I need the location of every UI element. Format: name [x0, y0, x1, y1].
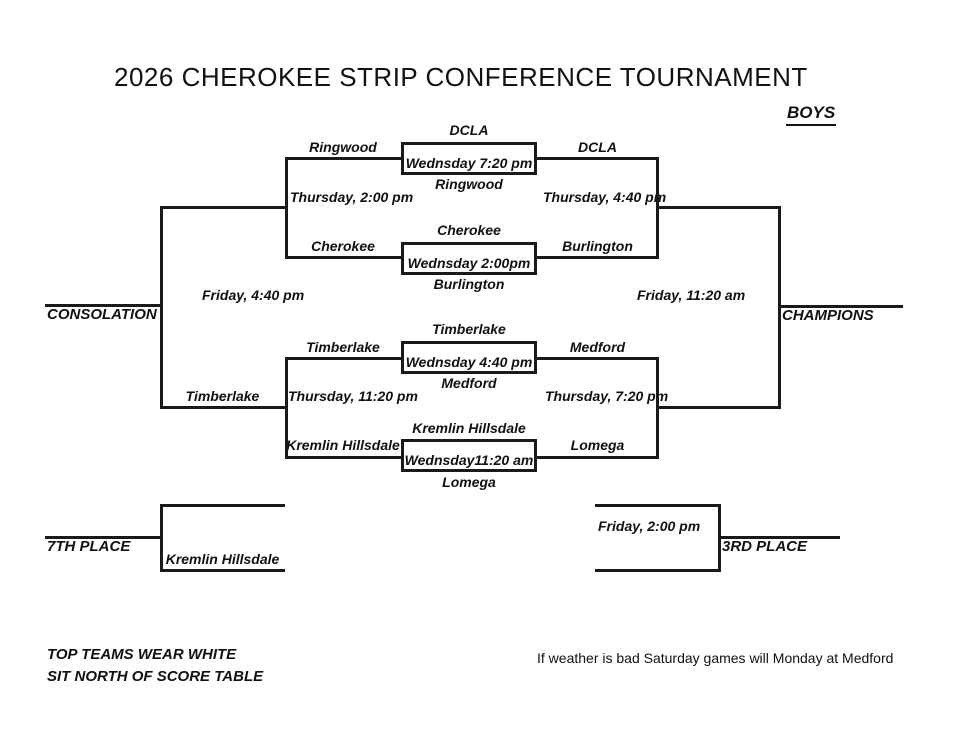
- bracket-line: [537, 456, 658, 459]
- consolation-label: CONSOLATION: [47, 306, 157, 323]
- game2-top-team: Cherokee: [437, 222, 501, 238]
- game2-loser-to-consolation: Cherokee: [311, 238, 375, 254]
- game1-box: Wednsday 7:20 pm: [401, 142, 537, 175]
- game4-winner-advance: Lomega: [570, 437, 625, 453]
- rule-note-line1: TOP TEAMS WEAR WHITE: [47, 646, 237, 663]
- third-place-time: Friday, 2:00 pm: [598, 518, 701, 534]
- bracket-line: [285, 456, 401, 459]
- third-place-label: 3RD PLACE: [722, 538, 808, 555]
- game3-bottom-team: Medford: [441, 375, 497, 391]
- champions-label: CHAMPIONS: [782, 307, 874, 324]
- game2-time: Wednsday 2:00pm: [407, 255, 531, 271]
- game4-bottom-team: Lomega: [442, 474, 496, 490]
- bracket-line: [537, 256, 658, 259]
- consolation-final-time: Friday, 4:40 pm: [202, 287, 305, 303]
- consolation-semi-bottom-time: Thursday, 11:20 pm: [288, 388, 418, 404]
- bracket-line: [285, 357, 401, 360]
- rule-note-line2: SIT NORTH OF SCORE TABLE: [47, 668, 264, 685]
- game1-winner-advance: DCLA: [578, 139, 617, 155]
- consolation-advancer: Timberlake: [185, 388, 260, 404]
- division-label: BOYS: [786, 103, 837, 126]
- game4-time: Wednsday11:20 am: [404, 452, 534, 468]
- championship-semi-top-time: Thursday, 4:40 pm: [543, 189, 667, 205]
- bracket-line: [160, 206, 287, 209]
- championship-semi-bottom-time: Thursday, 7:20 pm: [545, 388, 669, 404]
- bracket-line: [656, 206, 780, 209]
- game4-loser-to-consolation: Kremlin Hillsdale: [286, 437, 400, 453]
- bracket-line: [595, 504, 721, 507]
- weather-note: If weather is bad Saturday games will Mo…: [537, 650, 894, 666]
- bracket-line: [285, 256, 401, 259]
- seventh-place-entrant: Kremlin Hillsdale: [165, 551, 280, 567]
- championship-final-time: Friday, 11:20 am: [637, 287, 746, 303]
- game1-bottom-team: Ringwood: [435, 176, 503, 192]
- game2-winner-advance: Burlington: [562, 238, 633, 254]
- bracket-line: [160, 504, 285, 507]
- game4-top-team: Kremlin Hillsdale: [412, 420, 526, 436]
- bracket-line: [45, 536, 163, 539]
- game3-box: Wednsday 4:40 pm: [401, 341, 537, 374]
- game4-box: Wednsday11:20 am: [401, 439, 537, 472]
- game3-top-team: Timberlake: [432, 321, 506, 337]
- seventh-place-label: 7TH PLACE: [47, 538, 131, 555]
- bracket-line: [778, 305, 903, 308]
- bracket-line: [718, 536, 840, 539]
- game1-time: Wednsday 7:20 pm: [405, 155, 533, 171]
- bracket-line: [595, 569, 721, 572]
- game1-loser-to-consolation: Ringwood: [309, 139, 377, 155]
- bracket-line: [45, 304, 163, 307]
- bracket-line: [537, 157, 658, 160]
- bracket-line: [656, 406, 780, 409]
- bracket-line: [160, 406, 287, 409]
- game3-loser-to-consolation: Timberlake: [306, 339, 380, 355]
- bracket-line: [537, 357, 658, 360]
- game2-bottom-team: Burlington: [433, 276, 505, 292]
- bracket-line: [285, 157, 401, 160]
- page-title: 2026 CHEROKEE STRIP CONFERENCE TOURNAMEN…: [114, 62, 808, 92]
- bracket-line: [160, 206, 163, 409]
- consolation-semi-top-time: Thursday, 2:00 pm: [290, 189, 414, 205]
- game3-time: Wednsday 4:40 pm: [405, 354, 533, 370]
- game3-winner-advance: Medford: [569, 339, 626, 355]
- game1-top-team: DCLA: [449, 122, 489, 138]
- game2-box: Wednsday 2:00pm: [401, 242, 537, 275]
- bracket-line: [160, 569, 285, 572]
